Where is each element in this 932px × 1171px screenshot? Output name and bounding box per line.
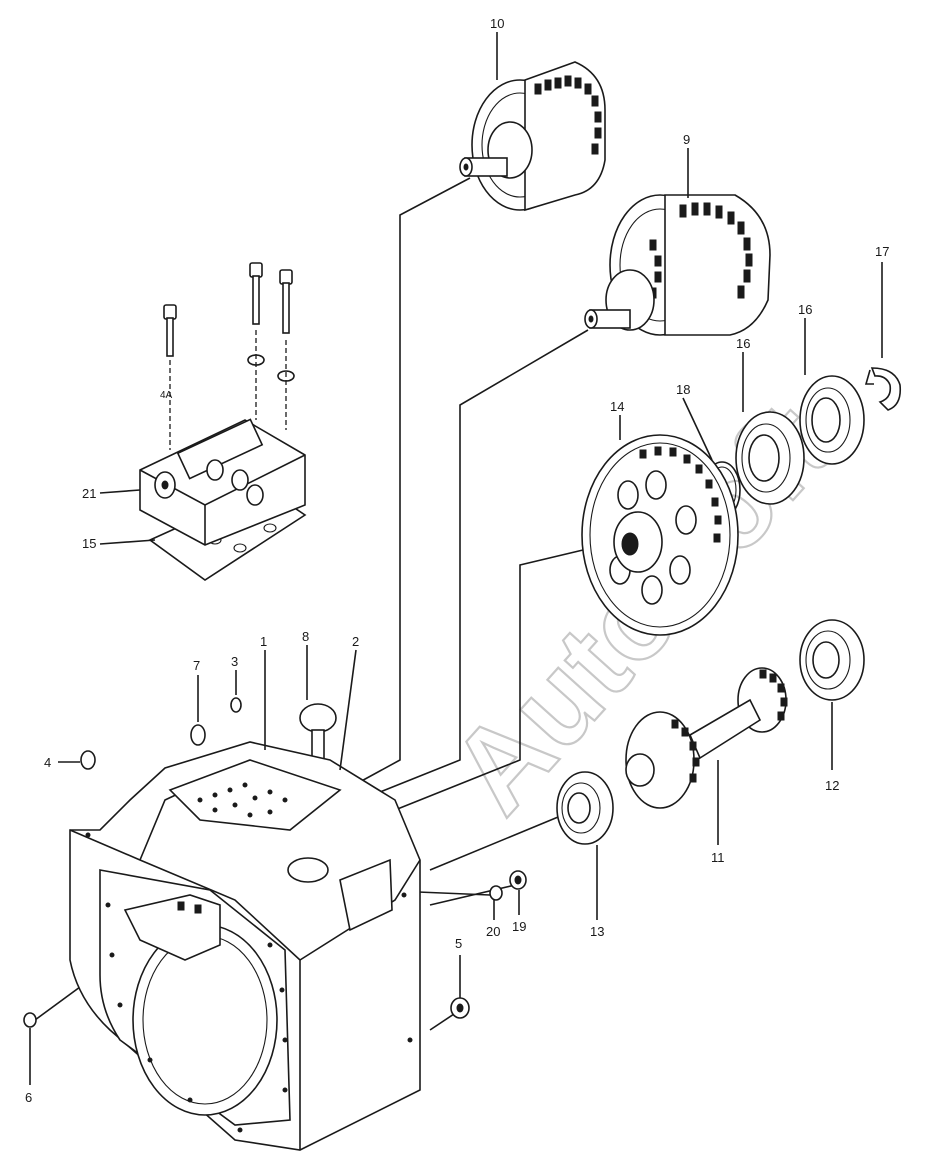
callout-21: 21 (82, 486, 96, 501)
callout-16-outer: 16 (798, 302, 812, 317)
callout-20: 20 (486, 924, 500, 939)
callout-3: 3 (231, 654, 238, 669)
part-9-clutch-pack (584, 194, 771, 336)
callout-6: 6 (25, 1090, 32, 1105)
callout-17: 17 (875, 244, 889, 259)
part-17-snap-ring (864, 367, 902, 411)
part-10-clutch-pack (459, 61, 606, 212)
part-5-plug (450, 997, 470, 1019)
callout-9: 9 (683, 132, 690, 147)
part-19-plug (509, 870, 527, 890)
lock-mark: 4A (160, 390, 173, 401)
callout-14: 14 (610, 399, 624, 414)
part-13-bearing (556, 771, 614, 845)
callout-15: 15 (82, 536, 96, 551)
valve-bolts (163, 262, 295, 450)
callout-4: 4 (44, 755, 51, 770)
callout-12: 12 (825, 778, 839, 793)
part-7-plug (190, 724, 206, 746)
part-14-gear (581, 434, 739, 636)
callout-leaders (29, 32, 883, 1085)
callout-1: 1 (260, 634, 267, 649)
part-6-plug (23, 1012, 37, 1028)
callout-10: 10 (490, 16, 504, 31)
part-16-bearing-inner (735, 411, 805, 505)
part-3-plug (230, 697, 242, 713)
part-12-bearing (799, 619, 865, 701)
callout-8: 8 (302, 629, 309, 644)
part-21-control-valve (139, 418, 306, 546)
callout-2: 2 (352, 634, 359, 649)
transmission-housing (69, 741, 421, 1151)
callout-labels: 10 9 17 16 16 18 14 21 15 7 3 1 8 2 4 12… (25, 16, 889, 1105)
part-11-gear-shaft (625, 667, 788, 809)
callout-5: 5 (455, 936, 462, 951)
part-20-plug (489, 885, 503, 901)
callout-7: 7 (193, 658, 200, 673)
callout-13: 13 (590, 924, 604, 939)
callout-11: 11 (711, 850, 725, 865)
part-4-plug (80, 750, 96, 770)
part-16-bearing-outer (799, 375, 865, 465)
callout-16-inner: 16 (736, 336, 750, 351)
callout-18: 18 (676, 382, 690, 397)
callout-19: 19 (512, 919, 526, 934)
